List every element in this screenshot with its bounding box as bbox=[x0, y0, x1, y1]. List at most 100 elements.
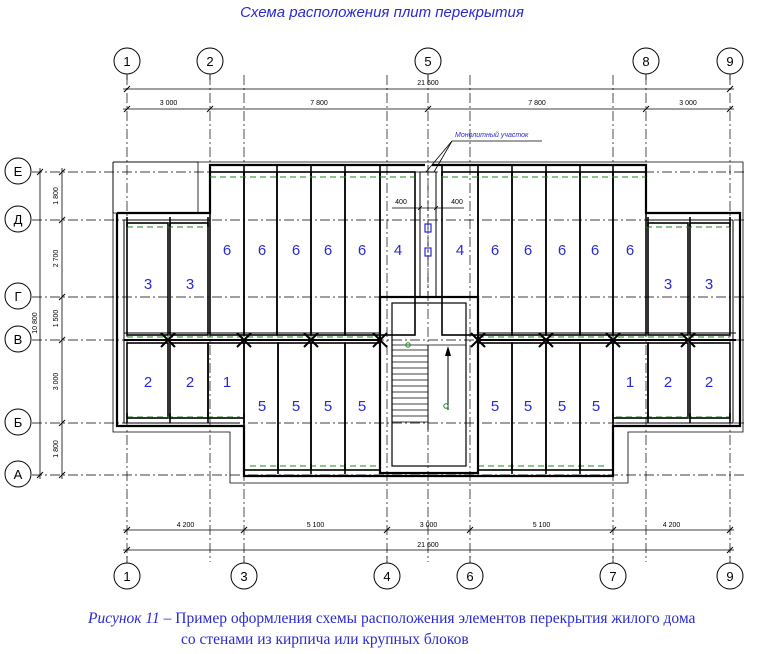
monolith-anchor bbox=[424, 247, 432, 257]
slab-mark-upper-left-5: 6 bbox=[358, 242, 366, 259]
slab-mark-left-bottom-2: 2 bbox=[186, 374, 194, 391]
dimension-tick bbox=[58, 216, 66, 224]
dim-left-5: 1 800 bbox=[53, 440, 60, 458]
slab-mark-lower-right-3: 5 bbox=[558, 398, 566, 415]
axis-left-2-label: Г bbox=[14, 289, 21, 304]
axis-left-4-circle bbox=[4, 408, 32, 436]
dimension-tick bbox=[726, 546, 734, 554]
anchor-mark bbox=[160, 332, 176, 348]
slab-mark-lower-right-4: 5 bbox=[592, 398, 600, 415]
inner-wall-line-left bbox=[123, 220, 240, 424]
slab-mark-upper-right-5: 6 bbox=[591, 242, 599, 259]
stairwell-inner bbox=[391, 302, 467, 467]
axis-top-2-label: 2 bbox=[206, 54, 213, 69]
dim-bottom-2: 5 100 bbox=[307, 522, 325, 529]
slab-mark-left-bottom-1: 2 bbox=[144, 374, 152, 391]
drawing-title: Схема расположения плит перекрытия bbox=[240, 4, 524, 21]
slab-mark-lower-left-3: 5 bbox=[324, 398, 332, 415]
dim-bottom-total: 21 600 bbox=[417, 542, 439, 549]
floor-slab bbox=[579, 342, 614, 471]
slab-mark-right-bottom-2: 2 bbox=[664, 374, 672, 391]
floor-slab bbox=[647, 222, 689, 336]
slab-mark-upper-left-3: 6 bbox=[292, 242, 300, 259]
dimension-tick bbox=[383, 526, 391, 534]
dimension-tick bbox=[123, 85, 131, 93]
dimension-tick bbox=[240, 526, 248, 534]
gap-dim-tick bbox=[433, 205, 439, 211]
dimension-tick bbox=[206, 105, 214, 113]
dimension-tick bbox=[726, 526, 734, 534]
axis-top-1-label: 1 bbox=[123, 54, 130, 69]
axis-bottom-9-label: 9 bbox=[726, 569, 733, 584]
dim-bottom-1: 4 200 bbox=[177, 522, 195, 529]
dimension-tick bbox=[58, 471, 66, 479]
dim-top-2: 7 800 bbox=[310, 100, 328, 107]
floor-slab bbox=[126, 222, 169, 336]
slab-mark-upper-left-6: 4 bbox=[394, 242, 402, 259]
axis-left-0-circle bbox=[4, 157, 32, 185]
dimension-tick bbox=[642, 105, 650, 113]
dimension-tick bbox=[36, 471, 44, 479]
dim-left-3: 1 500 bbox=[53, 310, 60, 328]
monolith-anchor bbox=[424, 223, 432, 233]
stair-end-marker bbox=[443, 403, 449, 409]
dim-left-2: 2 700 bbox=[53, 250, 60, 268]
slab-mark-upper-right-6: 6 bbox=[626, 242, 634, 259]
slab-mark-left-top-1: 3 bbox=[144, 276, 152, 293]
dimension-tick bbox=[58, 336, 66, 344]
axis-left-4-label: Б bbox=[14, 415, 23, 430]
dimension-tick bbox=[58, 168, 66, 176]
gap-dim-right: 400 bbox=[451, 199, 463, 206]
stair-arrow-head bbox=[445, 346, 451, 356]
axis-top-9-label: 9 bbox=[726, 54, 733, 69]
slab-mark-left-bottom-3: 1 bbox=[223, 374, 231, 391]
monolith-leader bbox=[433, 140, 453, 173]
slab-mark-upper-right-1: 4 bbox=[456, 242, 464, 259]
slab-mark-right-bottom-3: 2 bbox=[705, 374, 713, 391]
dim-bottom-3: 3 000 bbox=[420, 522, 438, 529]
slab-mark-upper-left-2: 6 bbox=[258, 242, 266, 259]
axis-lines bbox=[32, 75, 745, 562]
dim-left-4: 3 000 bbox=[53, 373, 60, 391]
floor-slab bbox=[379, 171, 416, 336]
dim-bottom-5: 4 200 bbox=[663, 522, 681, 529]
slab-mark-lower-right-2: 5 bbox=[524, 398, 532, 415]
stairwell-walls bbox=[378, 295, 480, 475]
wall-footprint-outline bbox=[112, 161, 199, 214]
slab-mark-upper-right-2: 6 bbox=[491, 242, 499, 259]
caption-line-1: Пример оформления схемы расположения эле… bbox=[175, 610, 696, 627]
anchor-mark bbox=[680, 332, 696, 348]
dimension-tick bbox=[36, 168, 44, 176]
dim-top-1: 3 000 bbox=[160, 100, 178, 107]
slab-mark-lower-left-4: 5 bbox=[358, 398, 366, 415]
floor-slab bbox=[689, 222, 731, 336]
axis-left-5-circle bbox=[4, 460, 32, 488]
anchor-mark bbox=[303, 332, 319, 348]
dim-left-total: 10 800 bbox=[32, 312, 39, 334]
inner-wall-line-right bbox=[616, 220, 734, 424]
axis-top-5-label: 5 bbox=[424, 54, 431, 69]
axis-bottom-6-label: 6 bbox=[466, 569, 473, 584]
stairwell bbox=[378, 295, 480, 475]
axis-left-0-label: Е bbox=[14, 164, 23, 179]
slab-mark-left-top-2: 3 bbox=[186, 276, 194, 293]
dim-top-total: 21 600 bbox=[417, 80, 439, 87]
axis-left-2-circle bbox=[4, 282, 32, 310]
dimension-tick bbox=[123, 526, 131, 534]
slab-mark-upper-right-3: 6 bbox=[524, 242, 532, 259]
caption-dash: – bbox=[159, 610, 176, 627]
dimension-tick bbox=[123, 105, 131, 113]
axis-bottom-1-label: 1 bbox=[123, 569, 130, 584]
slab-mark-upper-left-4: 6 bbox=[324, 242, 332, 259]
figure-caption: Рисунок 11 – Пример оформления схемы рас… bbox=[88, 608, 764, 650]
slab-mark-upper-left-1: 6 bbox=[223, 242, 231, 259]
axis-bottom-3-label: 3 bbox=[240, 569, 247, 584]
monolith-leader bbox=[425, 140, 453, 173]
dimension-tick bbox=[726, 105, 734, 113]
dimension-tick bbox=[609, 526, 617, 534]
axis-left-5-label: А bbox=[14, 467, 23, 482]
